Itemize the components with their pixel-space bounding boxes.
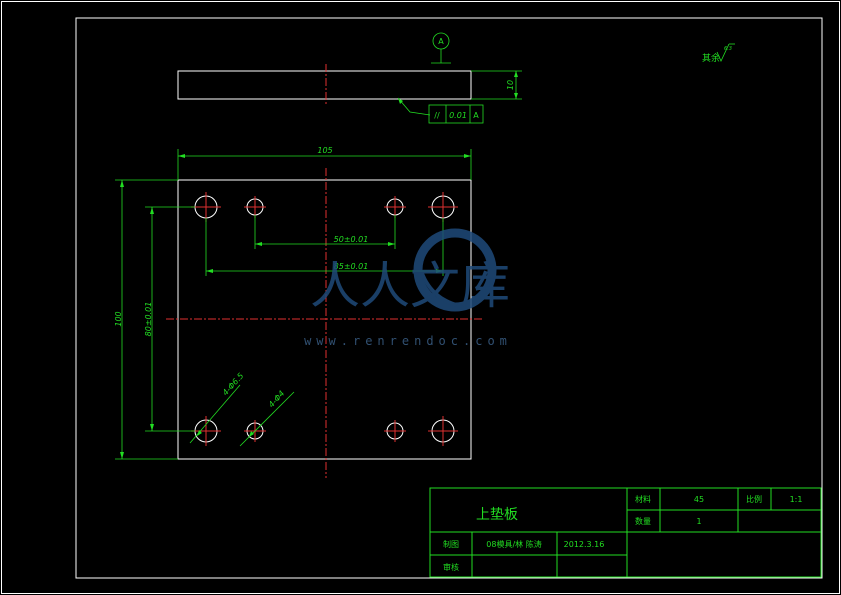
watermark-logo-ring [413,228,497,312]
roughness-value: 6.3 [724,46,732,52]
watermark-text: 人人文库 [310,257,510,315]
datum-a-label: A [438,37,444,46]
small-hole-callout: 4-Φ4 [239,389,295,447]
parallelism-tolerance-frame: // 0.01 A [397,97,484,124]
part-name: 上垫板 [476,507,518,523]
large-hole-callout: 4-Φ6.5 [189,371,246,444]
quantity-label: 数量 [635,516,651,526]
drawn-label: 制图 [443,539,459,549]
material-label: 材料 [635,494,651,504]
thickness-dimension: 10 [471,70,522,100]
roughness-note: 其余 6.3 [702,43,735,64]
height-dimension: 100 [114,179,178,460]
height-dimension-label: 100 [114,311,123,326]
thickness-dimension-label: 10 [506,80,515,90]
watermark: 人人文库 www.renrendoc.com [304,228,512,348]
title-block: 上垫板 材料 45 比例 1:1 数量 1 制图 08模具/林 陈涛 2012.… [429,487,822,578]
small-hole-spacing-dimension: 50±0.01 [254,215,396,249]
drawn-name: 08模具/林 陈涛 [486,539,541,549]
scale-value: 1:1 [790,495,803,504]
large-hole-spacing-dimension: 85±0.01 [205,218,444,276]
tolerance-symbol: // [434,111,440,120]
quantity-value: 1 [696,517,701,526]
small-hole-callout-label: 4-Φ4 [267,389,287,409]
scale-label: 比例 [746,494,762,504]
sheet-inner-border [75,17,823,579]
width-dimension: 105 [177,146,472,180]
material-value: 45 [694,495,704,504]
vertical-hole-spacing-dimension: 80±0.01 [144,206,195,432]
vertical-hole-spacing-label: 80±0.01 [144,302,153,337]
width-dimension-label: 105 [317,146,332,155]
roughness-label: 其余 [702,52,720,64]
side-view-plate [177,70,472,100]
tolerance-datum: A [473,111,479,120]
drawn-date: 2012.3.16 [564,540,605,549]
tolerance-value: 0.01 [449,111,467,120]
review-label: 审核 [443,562,459,572]
small-hole-spacing-label: 50±0.01 [334,235,369,244]
large-hole-spacing-label: 85±0.01 [334,262,369,271]
datum-a-symbol: A [431,32,451,64]
watermark-url: www.renrendoc.com [304,334,512,348]
